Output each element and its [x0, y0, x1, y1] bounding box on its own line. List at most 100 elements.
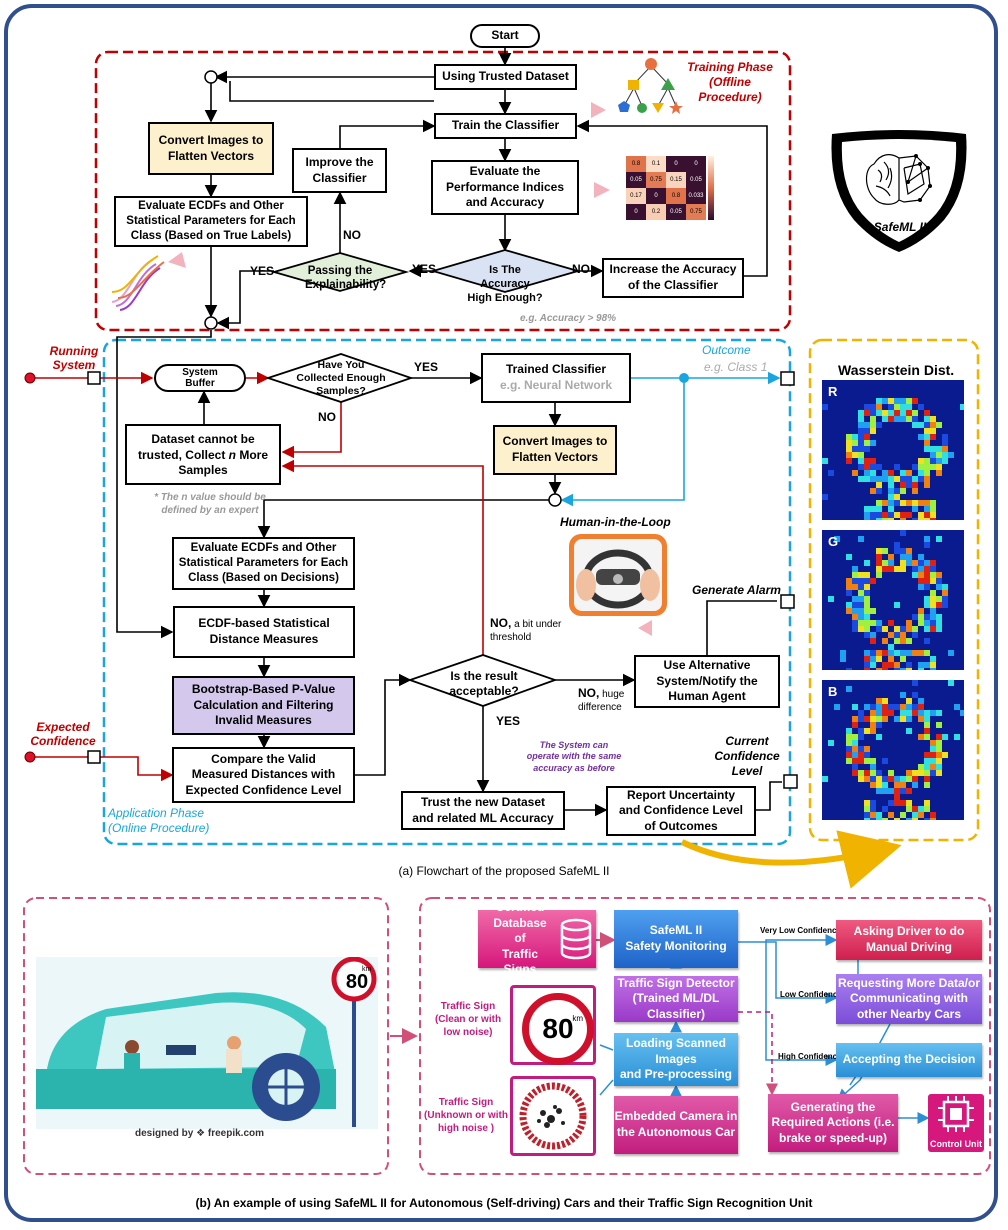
heatmap-cell: [870, 812, 876, 818]
heatmap-cell: [936, 758, 942, 764]
yes-label-result: YES: [496, 714, 521, 728]
heatmap-cell: [888, 410, 894, 416]
heatmap-cell: [846, 668, 852, 670]
no-huge-bold: NO,: [578, 686, 600, 700]
heatmap-cell: [876, 770, 882, 776]
heatmap-cell: [942, 752, 948, 758]
heatmap-cell: [888, 662, 894, 668]
heatmap-cell: [924, 428, 930, 434]
heatmap-cell: [936, 602, 942, 608]
heatmap-cell: [924, 482, 930, 488]
heatmap-cell: [918, 458, 924, 464]
heatmap-cell: [936, 458, 942, 464]
heatmap-cell: [894, 800, 900, 806]
heatmap-cell: [882, 398, 888, 404]
training-phase-border: [94, 50, 792, 332]
decision-tree-icon: [618, 58, 683, 114]
heatmap-cell: [894, 704, 900, 710]
heatmap-cell: [918, 704, 924, 710]
heatmap-cell: [918, 716, 924, 722]
heatmap-cell: [858, 428, 864, 434]
heatmap-cell: [852, 752, 858, 758]
heatmap-cell: [882, 500, 888, 506]
heatmap-cell: [900, 410, 906, 416]
asking-driver-box: Asking Driver to do Manual Driving: [836, 920, 982, 960]
heatmap-cell: [918, 620, 924, 626]
heatmap-cell: [900, 488, 906, 494]
heatmap-cell: [936, 740, 942, 746]
heatmap-cell: [930, 614, 936, 620]
heatmap-cell: [906, 626, 912, 632]
heatmap-cell: [906, 506, 912, 512]
heatmap-cell: [924, 566, 930, 572]
heatmap-cell: [924, 500, 930, 506]
heatmap-cell: [900, 566, 906, 572]
heatmap-cell: [852, 446, 858, 452]
heatmap-cell: [858, 458, 864, 464]
heatmap-cell: [906, 470, 912, 476]
heatmap-cell: [888, 776, 894, 782]
heatmap-cell: [822, 404, 828, 410]
heatmap-cell: [918, 566, 924, 572]
confusion-cell: 0.05: [666, 204, 686, 220]
heatmap-cell: [864, 806, 870, 812]
heatmap-cell: [864, 518, 870, 520]
heatmap-cell: [918, 806, 924, 812]
no-label-accuracy: NO: [572, 262, 590, 276]
heatmap-cell: [840, 656, 846, 662]
heatmap-cell: [864, 662, 870, 668]
heatmap-cell: [918, 578, 924, 584]
result-diamond: [407, 654, 558, 707]
heatmap-cell: [888, 518, 894, 520]
trained-classifier-example: e.g. Neural Network: [499, 378, 613, 392]
heatmap-cell: [918, 404, 924, 410]
sign-detector-box: Traffic Sign Detector (Trained ML/DL Cla…: [614, 976, 738, 1022]
running-system-label: Running System: [49, 344, 99, 373]
heatmap-cell: [912, 410, 918, 416]
heatmap-cell: [924, 410, 930, 416]
heatmap-cell: [900, 470, 906, 476]
heatmap-cell: [858, 572, 864, 578]
heatmap-cell: [870, 638, 876, 644]
heatmap-cell: [894, 464, 900, 470]
heatmap-cell: [924, 752, 930, 758]
heatmap-cell: [930, 770, 936, 776]
heatmap-cell: [894, 416, 900, 422]
heatmap-cell: [930, 620, 936, 626]
heatmap-cell: [912, 398, 918, 404]
heatmap-cell: [924, 572, 930, 578]
heatmap-cell: [846, 728, 852, 734]
outer-frame: [4, 4, 998, 1222]
heatmap-cell: [882, 626, 888, 632]
heatmap-cell: [924, 602, 930, 608]
heatmap-cell: [900, 512, 906, 518]
heatmap-cell: [864, 446, 870, 452]
heatmap-cell: [924, 818, 930, 820]
heatmap-cell: [942, 434, 948, 440]
heatmap-cell: [888, 668, 894, 670]
heatmap-cell: [858, 596, 864, 602]
heatmap-cell: [906, 650, 912, 656]
heatmap-cell: [906, 554, 912, 560]
heatmap-cell: [888, 620, 894, 626]
heatmap-cell: [870, 818, 876, 820]
heatmap-cell: [948, 650, 954, 656]
heatmap-cell: [942, 734, 948, 740]
heatmap-cell: [888, 560, 894, 566]
car-illustration-border: [23, 897, 389, 1175]
heatmap-cell: [924, 728, 930, 734]
chip-icon: [938, 1096, 974, 1132]
heatmap-cell: [918, 614, 924, 620]
heatmap-cell: [912, 650, 918, 656]
dataset-untrusted-n: n: [228, 447, 237, 462]
heatmap-cell: [924, 434, 930, 440]
heatmap-cell: [858, 410, 864, 416]
heatmap-cell: [876, 512, 882, 518]
no-label-samples: NO: [318, 410, 336, 424]
heatmap-cell: [954, 704, 960, 710]
ecdf-curves-icon: [111, 255, 165, 311]
caption-autonomous-example: (b) An example of using SafeML II for Au…: [195, 1196, 813, 1210]
heatmap-cell: [924, 440, 930, 446]
heatmap-cell: [870, 488, 876, 494]
heatmap-cell: [930, 416, 936, 422]
